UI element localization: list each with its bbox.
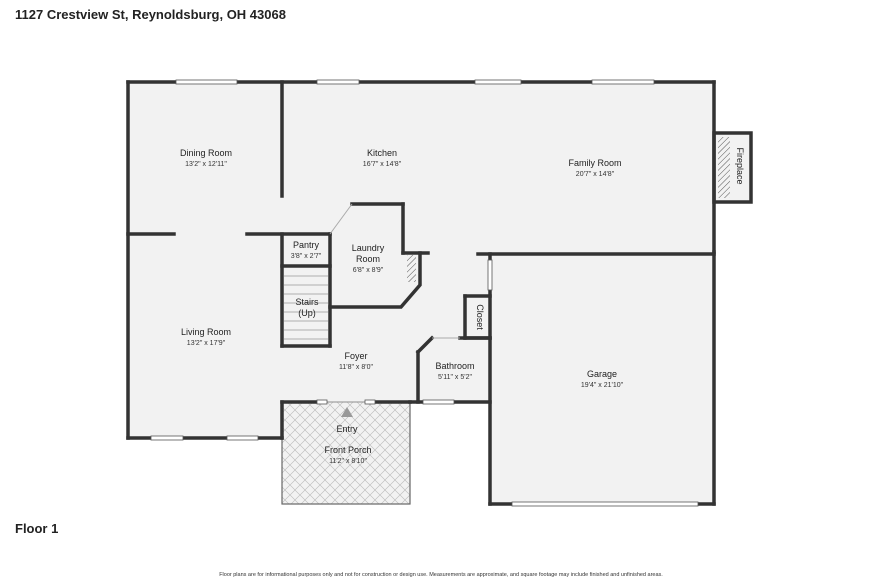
stair-treads	[284, 275, 328, 340]
laundry-name-line2: Room	[356, 254, 380, 264]
family-room-name: Family Room	[568, 158, 621, 168]
foyer-name: Foyer	[344, 351, 367, 361]
interior-fill	[128, 82, 714, 504]
pantry-name: Pantry	[293, 240, 320, 250]
fireplace-hatch	[718, 137, 730, 198]
fireplace-label: Fireplace	[735, 147, 745, 184]
interior-walls	[126, 80, 716, 404]
laundry-hatch	[407, 255, 416, 282]
laundry-dims: 6'8" x 8'9"	[353, 267, 384, 274]
dining-room-name: Dining Room	[180, 148, 232, 158]
kitchen-name: Kitchen	[367, 148, 397, 158]
front-porch-dims: 11'2" x 8'10"	[329, 458, 367, 465]
bathroom-dims: 5'11" x 5'2"	[438, 374, 472, 381]
front-porch-name: Front Porch	[324, 445, 371, 455]
entry-door-frame-right	[364, 399, 376, 405]
bathroom-name: Bathroom	[435, 361, 474, 371]
laundry-name-line1: Laundry	[352, 243, 385, 253]
pantry-dims: 3'8" x 2'7"	[291, 253, 322, 260]
dining-room-dims: 13'2" x 12'11"	[185, 161, 227, 168]
garage-name: Garage	[587, 369, 617, 379]
kitchen-dims: 16'7" x 14'8"	[363, 161, 402, 168]
stairs-name-line2: (Up)	[298, 308, 316, 318]
floor-label: Floor 1	[15, 521, 59, 536]
front-porch-area	[281, 401, 411, 505]
family-room-dims: 20'7" x 14'8"	[576, 171, 615, 178]
living-room-name: Living Room	[181, 327, 231, 337]
property-address: 1127 Crestview St, Reynoldsburg, OH 4306…	[15, 7, 286, 22]
entry-door-frame-left	[316, 399, 328, 405]
entry-arrow-icon	[341, 407, 353, 417]
foyer-dims: 11'8" x 8'0"	[339, 364, 373, 371]
entry-label: Entry	[336, 424, 358, 434]
windows	[150, 79, 699, 507]
closet-label: Closet	[475, 304, 485, 330]
disclaimer: Floor plans are for informational purpos…	[219, 572, 663, 578]
stairs-name-line1: Stairs	[295, 297, 319, 307]
living-room-dims: 13'2" x 17'9"	[187, 340, 226, 347]
garage-dims: 19'4" x 21'10"	[581, 382, 624, 389]
